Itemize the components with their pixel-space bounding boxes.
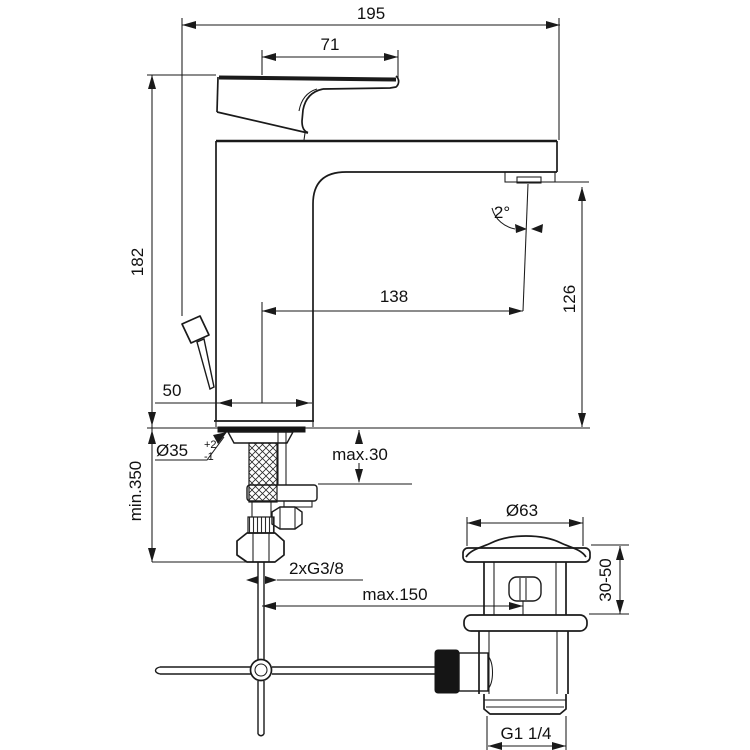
rod-ball-joint <box>249 658 273 682</box>
dim-spout-height: 126 <box>531 181 589 427</box>
dim-supply-connection: 2xG3/8 <box>246 559 363 584</box>
dim-rod-reach-label: max.150 <box>362 585 427 604</box>
aerator-outlet <box>516 176 542 184</box>
dim-rod-reach: max.150 <box>262 585 523 610</box>
callout-hole-diameter: Ø35 +2 -1 <box>155 432 227 463</box>
coupling-nut <box>236 532 285 563</box>
dim-deck-thickness-label: max.30 <box>332 445 388 464</box>
dim-waste-thread-label: G1 1/4 <box>500 724 551 743</box>
pop-up-waste <box>434 535 591 715</box>
faucet-body <box>214 139 558 433</box>
dim-spout-reach-label: 138 <box>380 287 408 306</box>
faucet-handle <box>216 75 400 141</box>
dim-total-width: 195 <box>181 4 560 316</box>
dim-clamp-range-label: 30-50 <box>596 558 615 601</box>
hole-tol-minus-label: -1 <box>204 451 214 463</box>
rod-connector-sleeve <box>434 649 460 694</box>
base-plate <box>217 426 306 433</box>
waste-flange <box>462 547 591 563</box>
dim-base-depth: 50 <box>155 302 312 407</box>
dim-spout-height-label: 126 <box>560 285 579 313</box>
hole-tol-plus-label: +2 <box>204 439 217 451</box>
dim-waste-diameter: Ø63 <box>466 501 584 546</box>
dim-waste-thread: G1 1/4 <box>486 716 567 750</box>
mounting-flange <box>246 484 318 502</box>
deck-gasket <box>226 431 295 444</box>
dim-handle-length: 71 <box>261 35 399 78</box>
mounting-nut <box>271 506 303 530</box>
aerator-icon <box>504 171 556 183</box>
mounting-hardware <box>246 432 318 530</box>
dim-handle-length-label: 71 <box>321 35 340 54</box>
pop-up-rod <box>154 562 437 737</box>
dim-deck-thickness: max.30 <box>318 430 412 485</box>
lever-pin-exploded <box>181 315 215 391</box>
waste-locknut-flange <box>463 614 588 632</box>
dim-hose-min-label: min.350 <box>126 461 145 521</box>
rod-connector-body <box>458 652 489 692</box>
dim-height-label: 182 <box>128 248 147 276</box>
dim-total-width-label: 195 <box>357 4 385 23</box>
waste-lever-slot <box>508 576 542 602</box>
dim-clamp-range: 30-50 <box>589 544 629 615</box>
annotation-stream-angle: 2° <box>491 183 543 312</box>
dim-base-depth-label: 50 <box>163 381 182 400</box>
stream-angle-label: 2° <box>494 203 510 222</box>
dim-waste-diameter-label: Ø63 <box>506 501 538 520</box>
hose-ribbed-section <box>247 516 275 534</box>
waste-plug-cap <box>465 535 587 558</box>
dim-hose-min-length: min.350 <box>126 461 252 563</box>
dim-spout-reach: 138 <box>262 287 523 315</box>
supply-connection-label: 2xG3/8 <box>289 559 344 578</box>
hole-diameter-label: Ø35 <box>156 441 188 460</box>
dim-height: 182 <box>128 74 216 562</box>
waste-thread-section <box>483 694 567 715</box>
